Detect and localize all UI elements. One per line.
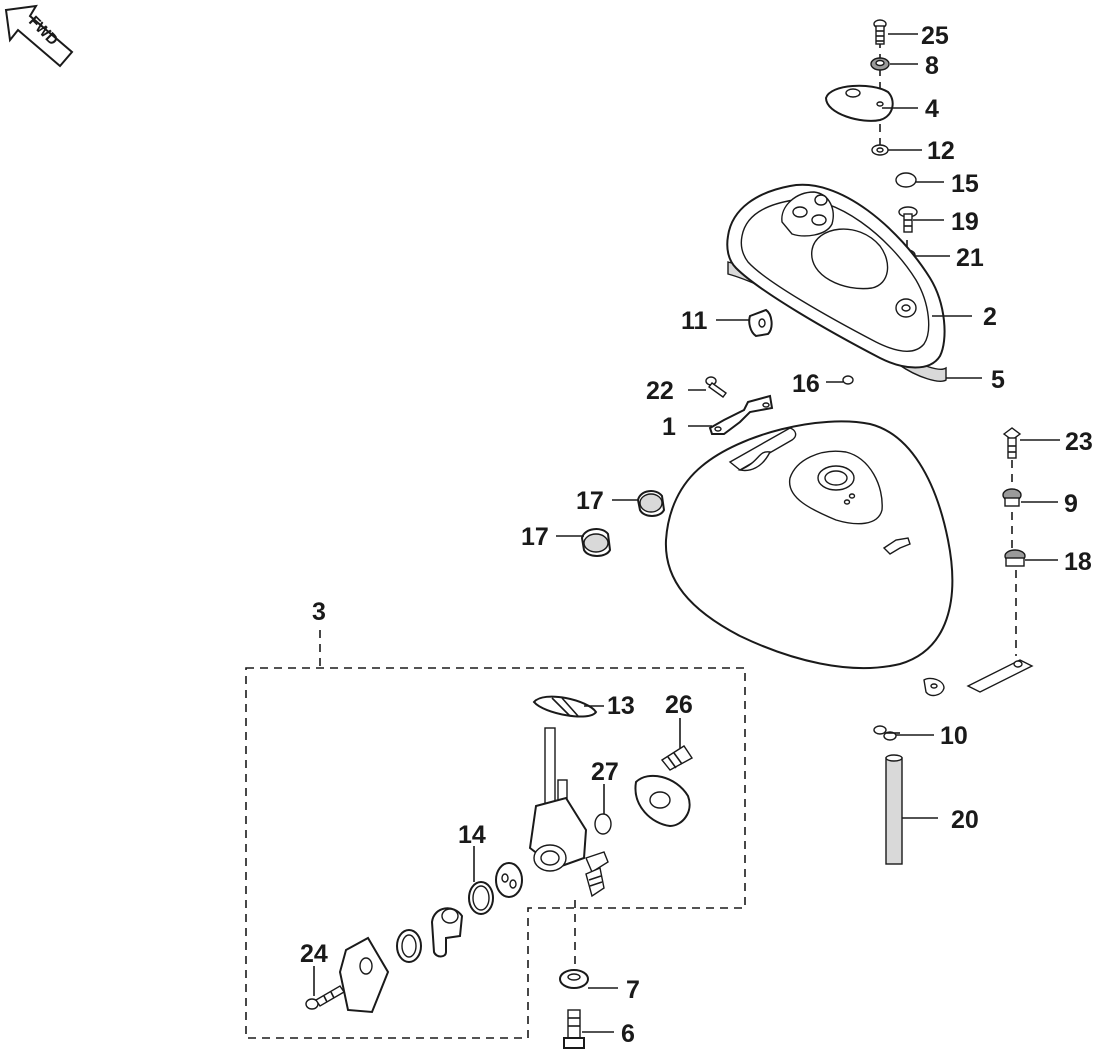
washer-part-8 — [870, 57, 890, 71]
bolt-part-23 — [1002, 427, 1022, 459]
callout-12: 12 — [888, 137, 955, 165]
svg-text:17: 17 — [521, 523, 549, 551]
svg-text:19: 19 — [951, 208, 979, 236]
valve-cover-part-26 — [634, 745, 694, 828]
bolt-part-19 — [898, 206, 918, 233]
svg-text:5: 5 — [991, 366, 1005, 394]
svg-text:7: 7 — [626, 976, 640, 1004]
svg-text:25: 25 — [921, 22, 949, 50]
svg-text:15: 15 — [951, 170, 979, 198]
svg-text:13: 13 — [607, 692, 635, 720]
svg-text:14: 14 — [458, 821, 486, 849]
tank-cap-assembly — [824, 19, 894, 156]
callout-17a: 17 — [576, 487, 638, 515]
svg-text:1: 1 — [662, 413, 676, 441]
cap-part-15 — [895, 172, 917, 188]
valve-gasket — [495, 862, 523, 898]
svg-text:4: 4 — [925, 95, 939, 123]
svg-text:27: 27 — [591, 758, 619, 786]
oring-part-14 — [468, 881, 494, 915]
svg-text:17: 17 — [576, 487, 604, 515]
callout-15: 15 — [916, 170, 979, 198]
callout-8: 8 — [890, 52, 939, 80]
svg-text:8: 8 — [925, 52, 939, 80]
callout-26: 26 — [665, 691, 693, 748]
callout-25: 25 — [888, 22, 949, 50]
callout-7: 7 — [588, 976, 640, 1004]
svg-text:2: 2 — [983, 303, 997, 331]
bushing-part-9 — [1002, 488, 1022, 507]
clip-part-10 — [873, 725, 900, 741]
svg-text:26: 26 — [665, 691, 693, 719]
cover-plate-part-4 — [824, 84, 894, 122]
screw-part-25 — [873, 19, 887, 45]
callouts: 25 8 4 12 15 19 21 2 11 5 22 16 1 23 17 … — [300, 22, 1093, 1048]
callout-1: 1 — [662, 413, 712, 441]
callout-22: 22 — [646, 377, 706, 405]
callout-17b: 17 — [521, 523, 584, 551]
grommet-part-17-a — [636, 490, 666, 517]
svg-text:18: 18 — [1064, 548, 1092, 576]
callout-13: 13 — [584, 692, 635, 720]
svg-text:22: 22 — [646, 377, 674, 405]
grommet-part-16 — [842, 375, 854, 385]
svg-text:6: 6 — [621, 1020, 635, 1048]
callout-16: 16 — [792, 370, 843, 398]
rear-mount-hardware — [1002, 427, 1026, 656]
console-part-2 — [726, 183, 946, 369]
svg-text:12: 12 — [927, 137, 955, 165]
callout-18: 18 — [1025, 548, 1092, 576]
callout-23: 23 — [1020, 428, 1093, 456]
callout-4: 4 — [882, 95, 939, 123]
fuel-tank-body — [664, 420, 1034, 697]
svg-text:23: 23 — [1065, 428, 1093, 456]
callout-2: 2 — [932, 303, 997, 331]
washer-part-7 — [559, 969, 589, 989]
callout-20: 20 — [902, 806, 979, 834]
svg-text:21: 21 — [956, 244, 984, 272]
callout-14: 14 — [458, 821, 486, 882]
cover-plate-24 — [338, 936, 390, 1014]
forward-arrow-icon: FWD — [4, 4, 74, 68]
screen-part-13 — [532, 695, 598, 718]
bolt-part-22 — [705, 376, 727, 398]
washer-part-12 — [871, 144, 889, 156]
bushing-part-18 — [1004, 549, 1026, 567]
callout-9: 9 — [1021, 490, 1078, 518]
callout-21: 21 — [915, 244, 984, 272]
clip-part-11 — [748, 308, 773, 338]
callout-10: 10 — [896, 722, 968, 750]
callout-3: 3 — [312, 598, 326, 626]
washer-part-27 — [594, 813, 612, 835]
callout-5: 5 — [946, 366, 1005, 394]
rod-part-20 — [885, 754, 903, 865]
spring-ring — [396, 929, 422, 963]
callout-6: 6 — [582, 1020, 635, 1048]
bolt-part-6 — [563, 1009, 585, 1049]
svg-text:24: 24 — [300, 940, 328, 968]
screw-part-24 — [305, 985, 345, 1010]
console-assembly — [726, 172, 947, 382]
svg-text:11: 11 — [681, 307, 708, 335]
svg-text:20: 20 — [951, 806, 979, 834]
callout-11: 11 — [681, 307, 750, 335]
petcock-valve — [528, 727, 609, 898]
callout-24: 24 — [300, 940, 328, 996]
callout-19: 19 — [913, 208, 979, 236]
callout-27: 27 — [591, 758, 619, 814]
petcock-kit-group — [245, 630, 746, 1039]
bracket-part-1 — [708, 394, 774, 435]
diaphragm-elbow — [430, 907, 464, 958]
svg-text:16: 16 — [792, 370, 820, 398]
svg-text:9: 9 — [1064, 490, 1078, 518]
kit-boundary — [245, 630, 746, 1039]
svg-text:3: 3 — [312, 598, 326, 626]
svg-text:10: 10 — [940, 722, 968, 750]
grommet-part-17-b — [580, 528, 612, 557]
